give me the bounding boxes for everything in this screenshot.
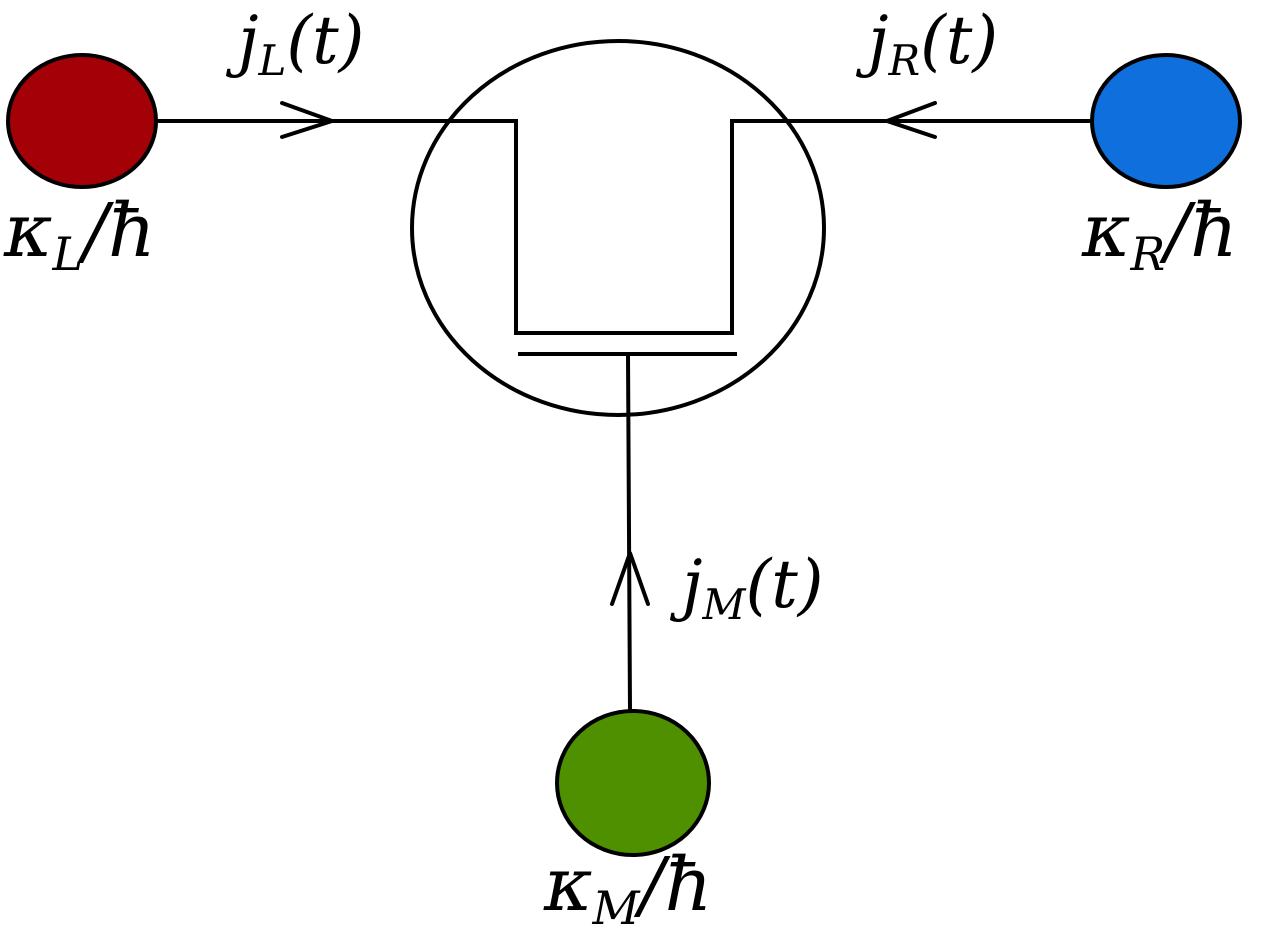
left-current-label: jL(t) (238, 2, 365, 85)
left-current-arrow (280, 101, 334, 139)
transistor-body-circle (410, 39, 826, 417)
left-reservoir-label: κL/ħ (4, 188, 156, 281)
middle-reservoir-label: κM/ħ (544, 842, 713, 935)
left-reservoir (6, 53, 158, 189)
transistor-channel (514, 119, 734, 335)
middle-reservoir (555, 709, 711, 857)
right-current-label: jR(t) (868, 2, 999, 85)
right-reservoir (1090, 53, 1242, 189)
right-reservoir-label: κR/ħ (1082, 188, 1238, 281)
middle-wire (625, 351, 633, 715)
middle-current-arrow (610, 551, 650, 606)
middle-current-label: jM(t) (682, 546, 824, 629)
right-current-arrow (885, 101, 937, 139)
